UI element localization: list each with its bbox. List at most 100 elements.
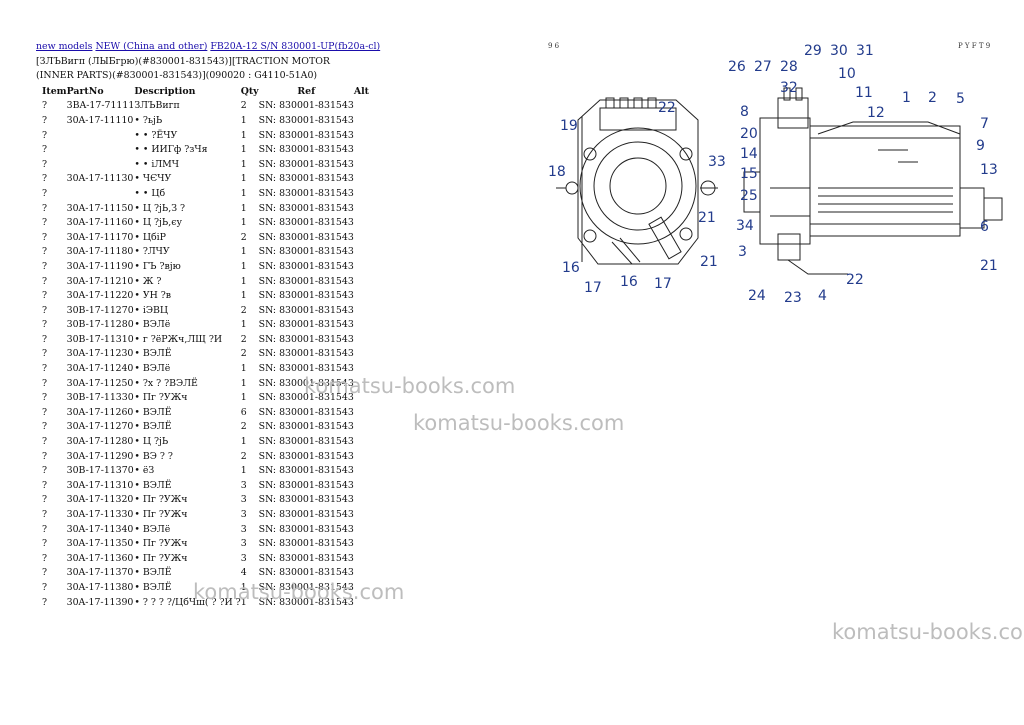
item-cell: ? — [42, 363, 48, 375]
partno-cell: 30A-17-11290 — [66, 450, 134, 462]
item-cell: ? — [42, 509, 48, 520]
partno-cell: 30A-17-11170 — [66, 231, 134, 243]
qty-cell: 1 — [240, 187, 247, 199]
description-cell: • ёЗ — [134, 465, 155, 477]
ref-cell: SN: 830001-831543 — [258, 114, 354, 126]
diagram-callout-label: 21 — [700, 254, 718, 270]
ref-cell: SN: 830001-831543 — [258, 392, 354, 404]
partno-cell: 30A-17-11280 — [66, 436, 134, 448]
description-cell: ЗЛЪВигп — [134, 100, 180, 112]
watermark: komatsu-books.co — [832, 620, 1023, 644]
alt-cell — [354, 172, 369, 187]
item-cell: ? — [42, 202, 48, 214]
qty-cell: 1 — [240, 217, 247, 229]
qty-cell: 1 — [240, 319, 247, 331]
partno-cell: 3BA-17-71111 — [66, 100, 135, 112]
breadcrumb-link-new-models[interactable]: new models — [36, 41, 93, 52]
description-cell: • г ?ёРЖч,ЛЩ ?И — [134, 333, 223, 345]
item-cell: ? — [42, 114, 48, 126]
ref-cell: SN: 830001-831543 — [258, 187, 354, 199]
partno-cell: 30B-17-11270 — [66, 304, 134, 316]
qty-cell: 1 — [240, 377, 247, 389]
breadcrumb-link-china[interactable]: NEW (China and other) — [95, 41, 208, 52]
partno-cell — [67, 187, 135, 202]
description-cell: • • іЛМЧ — [134, 158, 180, 170]
ref-cell: SN: 830001-831543 — [258, 246, 354, 258]
partno-cell: 30A-17-11310 — [66, 479, 134, 491]
item-cell: ? — [42, 290, 48, 302]
alt-cell — [354, 202, 369, 217]
diagram-callout-label: 6 — [980, 219, 989, 235]
diagram-callout-label: 25 — [740, 188, 758, 204]
ref-cell: SN: 830001-831543 — [258, 465, 354, 477]
alt-cell — [354, 275, 369, 290]
partno-cell: 30A-17-11190 — [66, 260, 134, 272]
qty-cell: 1 — [240, 363, 247, 375]
description-cell: • ? ? ? ?/ЦбЧш( ? ?И ? — [134, 596, 241, 608]
partno-cell — [67, 143, 135, 158]
ref-cell: SN: 830001-831543 — [258, 275, 354, 287]
partno-cell: 30A-17-11160 — [66, 217, 134, 229]
item-cell: ? — [42, 538, 48, 550]
qty-cell: 4 — [240, 567, 247, 579]
ref-cell: SN: 830001-831543 — [258, 567, 354, 579]
ref-cell: SN: 830001-831543 — [258, 173, 354, 185]
description-cell: • ВЭЛЁ — [134, 406, 172, 418]
qty-cell: 2 — [240, 304, 247, 316]
diagram-callout-label: 8 — [740, 104, 749, 120]
alt-cell — [354, 216, 369, 231]
description-cell: • Ж ? — [134, 275, 162, 287]
diagram-corner-label-right: P Y F T 9 — [958, 42, 991, 50]
ref-cell: SN: 830001-831543 — [258, 479, 354, 491]
alt-cell — [354, 231, 369, 246]
qty-cell: 2 — [240, 348, 247, 360]
partno-cell — [67, 158, 135, 173]
partno-cell: 30B-17-11370 — [66, 465, 134, 477]
diagram-callout-label: 33 — [708, 154, 726, 170]
ref-cell: SN: 830001-831543 — [258, 202, 354, 214]
breadcrumb-link-model[interactable]: FB20A-12 S/N 830001-UP(fb20a-cl) — [210, 41, 381, 52]
diagram-callout-label: 21 — [980, 258, 998, 274]
diagram-callout-label: 21 — [698, 210, 716, 226]
alt-cell — [354, 143, 369, 158]
motor-side-view — [743, 87, 1003, 275]
item-cell: ? — [42, 421, 48, 433]
ref-cell: SN: 830001-831543 — [258, 290, 354, 302]
diagram-callout-label: 10 — [838, 66, 856, 82]
diagram-callout-label: 4 — [818, 288, 827, 304]
description-cell: • Пг ?УЖч — [134, 552, 188, 564]
item-cell: ? — [42, 581, 48, 593]
ref-cell: SN: 830001-831543 — [258, 538, 354, 550]
diagram-corner-label-left: 9 6 — [548, 42, 560, 50]
description-cell: • Ц ?jЬ — [134, 436, 169, 448]
diagram-callout-label: 12 — [867, 105, 885, 121]
description-cell: • Пг ?УЖч — [134, 392, 188, 404]
ref-cell: SN: 830001-831543 — [258, 523, 354, 535]
watermark: komatsu-books.com — [413, 411, 625, 435]
partno-cell: 30A-17-11230 — [66, 348, 134, 360]
item-cell: ? — [42, 436, 48, 448]
item-cell: ? — [42, 377, 48, 389]
partno-cell: 30A-17-11360 — [66, 552, 134, 564]
alt-cell — [354, 99, 369, 114]
item-cell: ? — [42, 552, 48, 564]
item-cell: ? — [42, 450, 48, 462]
motor-front-view — [556, 97, 718, 265]
item-cell: ? — [42, 465, 48, 477]
item-cell: ? — [42, 100, 48, 112]
description-cell: • ВЭЛЁ — [134, 421, 172, 433]
qty-cell: 1 — [240, 290, 247, 302]
ref-cell: SN: 830001-831543 — [258, 129, 354, 141]
diagram-callout-label: 13 — [980, 162, 998, 178]
